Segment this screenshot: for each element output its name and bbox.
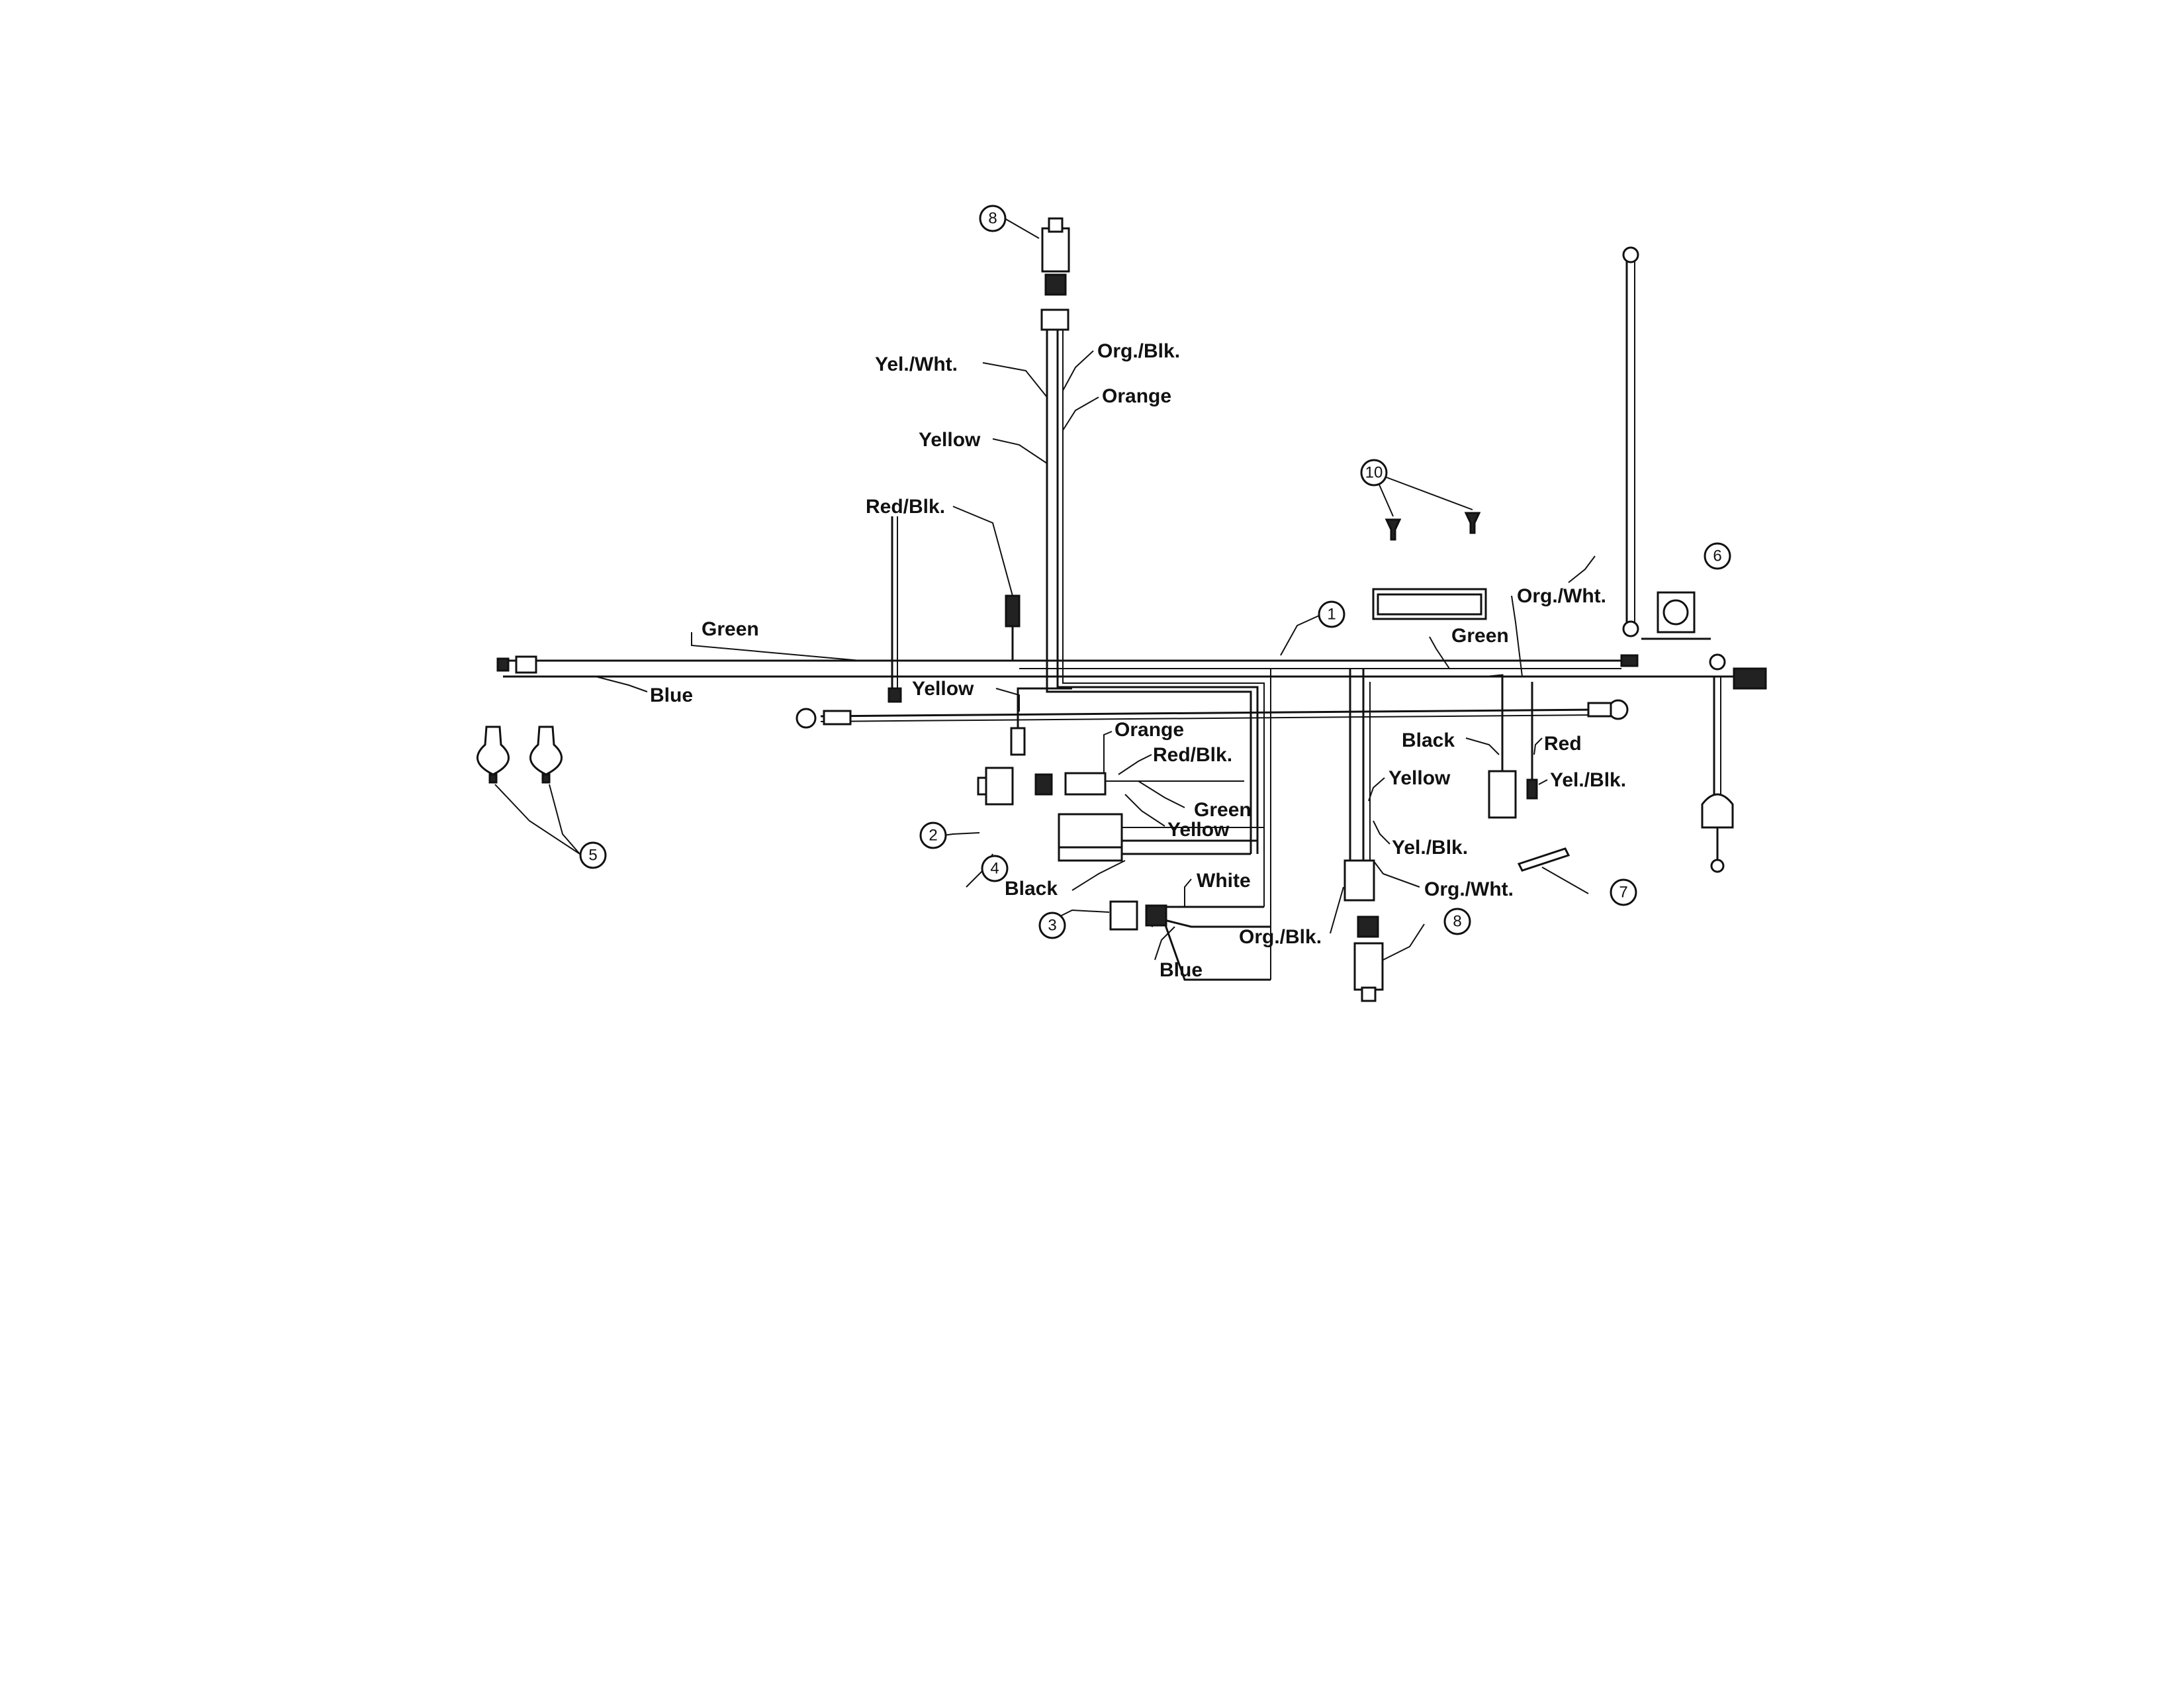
part-8-bottom-switch: [1353, 915, 1384, 1002]
svg-text:8: 8: [1453, 913, 1461, 931]
label-green-left: Green: [702, 618, 759, 640]
callout-4: 4: [981, 855, 1009, 882]
label-red-blk-mid: Red/Blk.: [1153, 744, 1232, 766]
part-10-push-pins: [1385, 512, 1481, 541]
svg-text:5: 5: [588, 847, 597, 865]
svg-text:8: 8: [988, 210, 997, 228]
callout-1: 1: [1318, 600, 1345, 628]
label-yel-blk-mid: Yel./Blk.: [1392, 837, 1468, 859]
main-harness: [496, 246, 1767, 981]
label-yellow-mid: Yellow: [912, 678, 974, 700]
label-yellow-low: Yellow: [1167, 819, 1230, 841]
label-org-blk-top: Org./Blk.: [1097, 340, 1180, 362]
callout-7: 7: [1610, 878, 1637, 906]
label-yel-wht: Yel./Wht.: [875, 353, 958, 375]
label-blue-low: Blue: [1160, 959, 1203, 981]
label-green-right: Green: [1451, 625, 1509, 647]
part-6-key-switch: [1641, 591, 1711, 640]
label-yellow-top: Yellow: [919, 429, 981, 451]
svg-text:10: 10: [1365, 464, 1383, 482]
svg-text:2: 2: [929, 827, 937, 845]
label-org-wht-low: Org./Wht.: [1424, 878, 1514, 900]
svg-text:1: 1: [1327, 606, 1336, 624]
label-org-blk-low: Org./Blk.: [1239, 926, 1322, 948]
label-black-left: Black: [1005, 878, 1058, 900]
part-4-relay: [1058, 813, 1123, 862]
callout-5: 5: [579, 841, 607, 869]
label-blue-left: Blue: [650, 684, 693, 706]
callout-8-bottom: 8: [1443, 908, 1471, 935]
label-orange-mid: Orange: [1115, 719, 1184, 741]
wire-labels: Yel./Wht. Org./Blk. Orange Yellow Red/Bl…: [650, 340, 1626, 981]
label-black-right: Black: [1402, 729, 1455, 751]
callout-6: 6: [1704, 542, 1731, 570]
callout-10: 10: [1360, 459, 1388, 487]
part-5-bulbs: [477, 726, 563, 784]
label-org-wht-right: Org./Wht.: [1517, 585, 1606, 607]
part-8-top-switch: [1041, 217, 1070, 296]
label-yel-blk-right: Yel./Blk.: [1550, 769, 1626, 791]
rod-component: [887, 516, 902, 703]
svg-text:4: 4: [990, 860, 999, 878]
label-red-right: Red: [1544, 733, 1582, 755]
svg-text:6: 6: [1713, 547, 1721, 565]
callouts: 1 2 3 4 5 6 7 8: [579, 205, 1731, 939]
svg-text:3: 3: [1048, 917, 1056, 935]
callout-2: 2: [919, 821, 947, 849]
label-white: White: [1197, 870, 1251, 892]
part-2-component: [977, 767, 1107, 806]
callout-8-top: 8: [979, 205, 1007, 232]
label-yellow-right: Yellow: [1388, 767, 1451, 789]
label-green-mid: Green: [1194, 799, 1251, 821]
label-red-blk-left: Red/Blk.: [866, 496, 945, 518]
part-7-pedal: [1517, 847, 1570, 872]
part-3-component: [1109, 900, 1167, 931]
callout-3: 3: [1038, 912, 1066, 939]
svg-text:7: 7: [1619, 884, 1627, 902]
bracket: [1372, 588, 1487, 620]
label-orange-top: Orange: [1102, 385, 1171, 407]
